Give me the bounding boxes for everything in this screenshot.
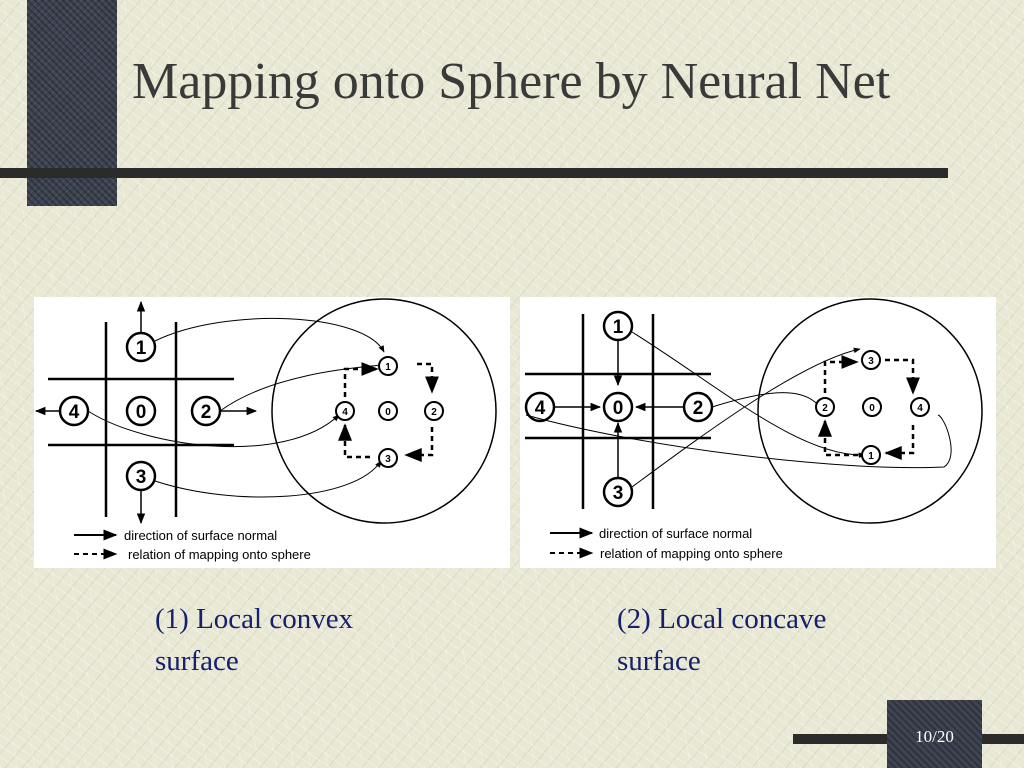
grid-node-4: 4	[58, 395, 90, 427]
page-title: Mapping onto Sphere by Neural Net	[132, 53, 891, 110]
legend-dashed-label: relation of mapping onto sphere	[128, 547, 311, 562]
sphere-node-0: 0	[862, 397, 882, 417]
sphere-node-0: 0	[378, 401, 398, 421]
sphere-circle	[271, 298, 497, 524]
concave-diagram: 1 4 0 2 3	[524, 298, 983, 561]
convex-surface-figure: 1 4 0 2 3	[34, 297, 510, 568]
grid-node-1: 1	[125, 331, 157, 363]
title-underline-rule	[0, 168, 948, 178]
concave-caption: (2) Local concave surface	[617, 603, 827, 677]
sphere-node-label: 2	[431, 407, 437, 418]
sphere-node-label: 0	[869, 403, 875, 414]
grid-node-0: 0	[125, 395, 157, 427]
page-number: 10/20	[915, 727, 954, 746]
sphere-node-label: 4	[917, 403, 923, 414]
grid-node-label: 3	[613, 483, 624, 504]
grid-node-label: 1	[136, 338, 147, 359]
sphere-node-3: 3	[378, 448, 398, 468]
concave-surface-figure: 1 4 0 2 3	[520, 297, 996, 568]
sphere-node-label: 1	[385, 362, 391, 373]
sphere-node-label: 1	[868, 451, 874, 462]
sphere-node-label: 0	[385, 407, 391, 418]
convex-diagram: 1 4 0 2 3	[34, 298, 497, 562]
legend-solid-label: direction of surface normal	[599, 526, 752, 541]
legend: direction of surface normal relation of …	[74, 528, 311, 562]
legend-solid-label: direction of surface normal	[124, 528, 277, 543]
sphere-node-1: 1	[861, 445, 881, 465]
legend-dashed-label: relation of mapping onto sphere	[600, 546, 783, 561]
grid-node-2: 2	[190, 395, 222, 427]
grid-node-label: 1	[613, 317, 624, 338]
grid-node-3: 3	[125, 460, 157, 492]
grid-node-3: 3	[602, 476, 634, 508]
grid-node-1: 1	[602, 310, 634, 342]
mapping-curves	[525, 331, 952, 488]
sphere-circle	[757, 298, 983, 524]
sphere-node-4: 4	[335, 401, 355, 421]
sphere-node-label: 4	[342, 407, 348, 418]
grid-node-2: 2	[682, 391, 714, 423]
grid-node-label: 0	[136, 402, 147, 423]
sphere-node-2: 2	[815, 397, 835, 417]
sphere-node-label: 3	[868, 356, 874, 367]
sphere-node-label: 3	[385, 454, 391, 465]
grid-node-label: 2	[201, 402, 212, 423]
surface-normal-arrows	[554, 340, 684, 477]
sphere-node-2: 2	[424, 401, 444, 421]
grid-node-0: 0	[602, 391, 634, 423]
grid-node-label: 4	[69, 402, 80, 423]
convex-caption: (1) Local convex surface	[155, 603, 354, 677]
grid-node-label: 4	[535, 398, 546, 419]
sphere-node-4: 4	[910, 397, 930, 417]
sphere-node-label: 2	[822, 403, 828, 414]
grid-node-label: 2	[693, 398, 704, 419]
grid-node-label: 3	[136, 467, 147, 488]
grid-node-4: 4	[524, 391, 556, 423]
sphere-node-1: 1	[378, 356, 398, 376]
page-number-block: 10/20	[887, 700, 982, 768]
legend: direction of surface normal relation of …	[550, 526, 783, 561]
dashed-mapping-arrows	[338, 362, 439, 462]
sphere-node-3: 3	[861, 350, 881, 370]
dashed-mapping-arrows	[818, 355, 920, 460]
grid-node-label: 0	[613, 398, 624, 419]
